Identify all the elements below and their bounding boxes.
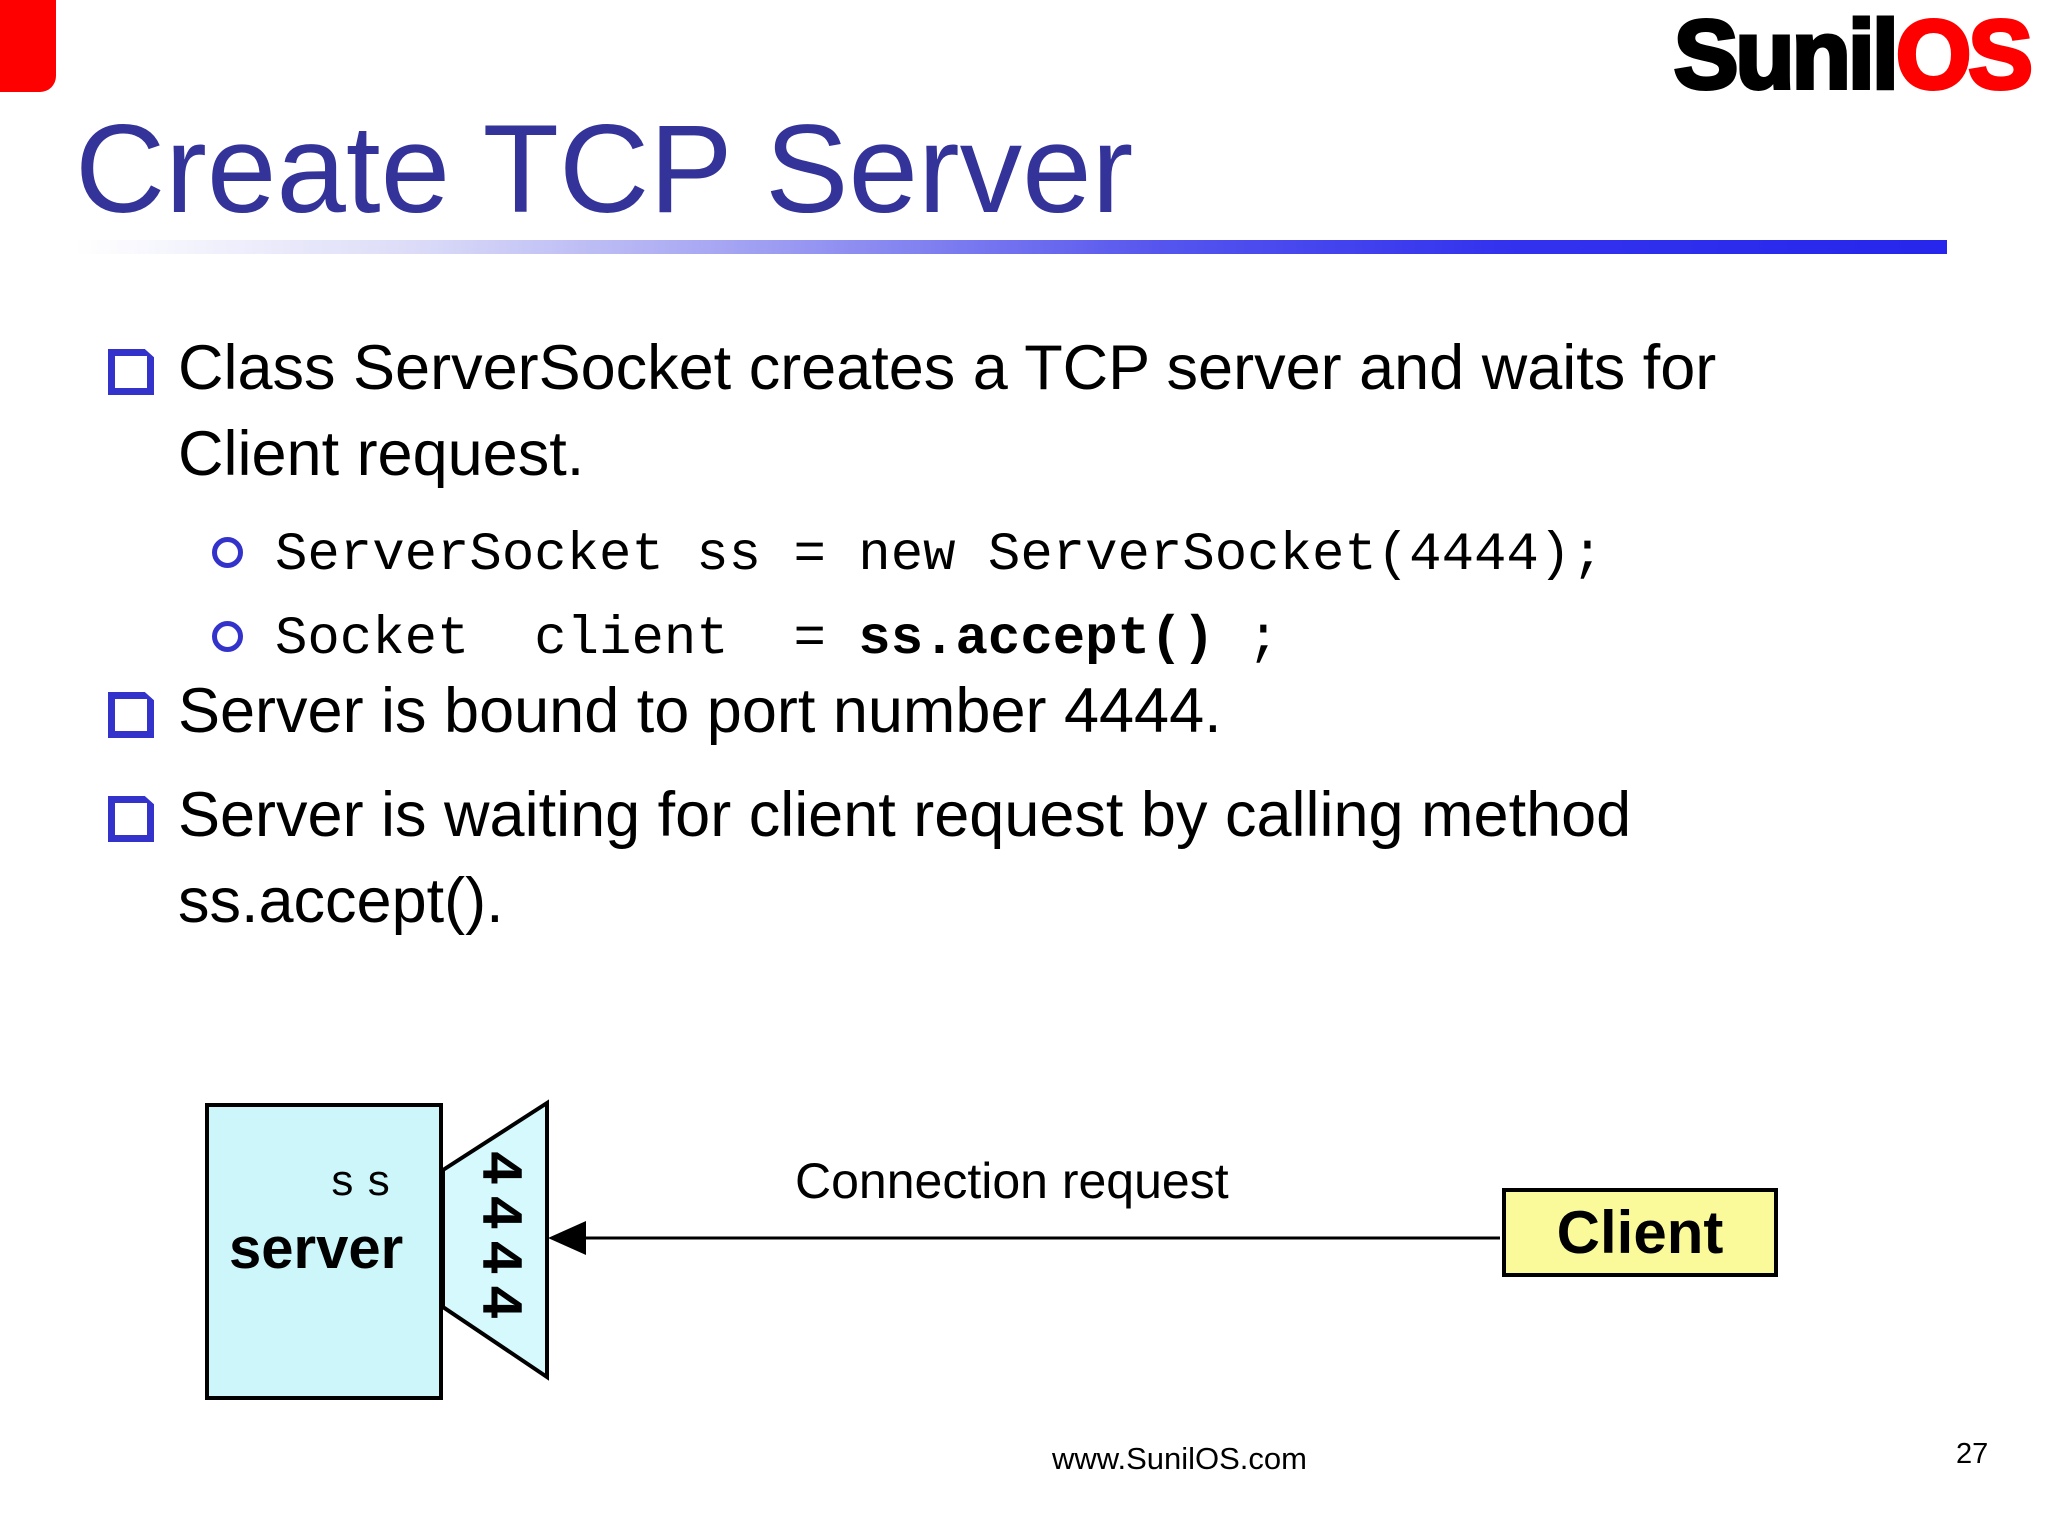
client-box: Client [1502, 1188, 1778, 1277]
bullet-text: Server is waiting for client request by … [178, 780, 1632, 936]
checkbox-bullet-icon [108, 796, 154, 842]
code-text-suffix: ; [1214, 609, 1280, 670]
logo-text-os: OS [1894, 0, 2035, 109]
bullet-text: Server is bound to port number 4444. [178, 676, 1222, 746]
title-underline [75, 240, 1947, 254]
logo: SunilOS [1672, 4, 2035, 105]
code-text: Socket client = ss.accept() ; [275, 604, 1280, 676]
bullet-item: Server is waiting for client request by … [108, 772, 1631, 944]
server-box-label: server [229, 1216, 404, 1281]
bullet-item: Server is bound to port number 4444. [108, 668, 1222, 754]
code-bullet-item: Socket client = ss.accept() ; [212, 604, 1280, 676]
server-box: ss server [205, 1103, 443, 1400]
checkbox-bullet-icon [108, 692, 154, 738]
red-corner-accent [0, 0, 56, 92]
client-box-label: Client [1556, 1199, 1724, 1266]
code-bullet-item: ServerSocket ss = new ServerSocket(4444)… [212, 520, 1604, 592]
circle-bullet-icon [212, 621, 243, 652]
connection-arrow-head [548, 1221, 586, 1255]
code-text-prefix: Socket client = [275, 609, 859, 670]
bullet-text: Class ServerSocket creates a TCP server … [178, 333, 1717, 489]
code-text: ServerSocket ss = new ServerSocket(4444)… [275, 525, 1604, 586]
page-number: 27 [1956, 1438, 1989, 1470]
circle-bullet-icon [212, 537, 243, 568]
port-number-label: 4444 [466, 1150, 531, 1329]
code-text-bold: ss.accept() [858, 609, 1215, 670]
logo-text-sunil: Sunil [1672, 0, 1901, 109]
port-trapezoid [441, 1099, 549, 1381]
connection-arrow-label: Connection request [795, 1153, 1229, 1209]
server-box-ss-label: ss [329, 1159, 402, 1209]
checkbox-bullet-icon [108, 349, 154, 395]
footer-website: www.SunilOS.com [1052, 1441, 1307, 1476]
page-title: Create TCP Server [75, 100, 1134, 239]
bullet-item: Class ServerSocket creates a TCP server … [108, 325, 1716, 497]
